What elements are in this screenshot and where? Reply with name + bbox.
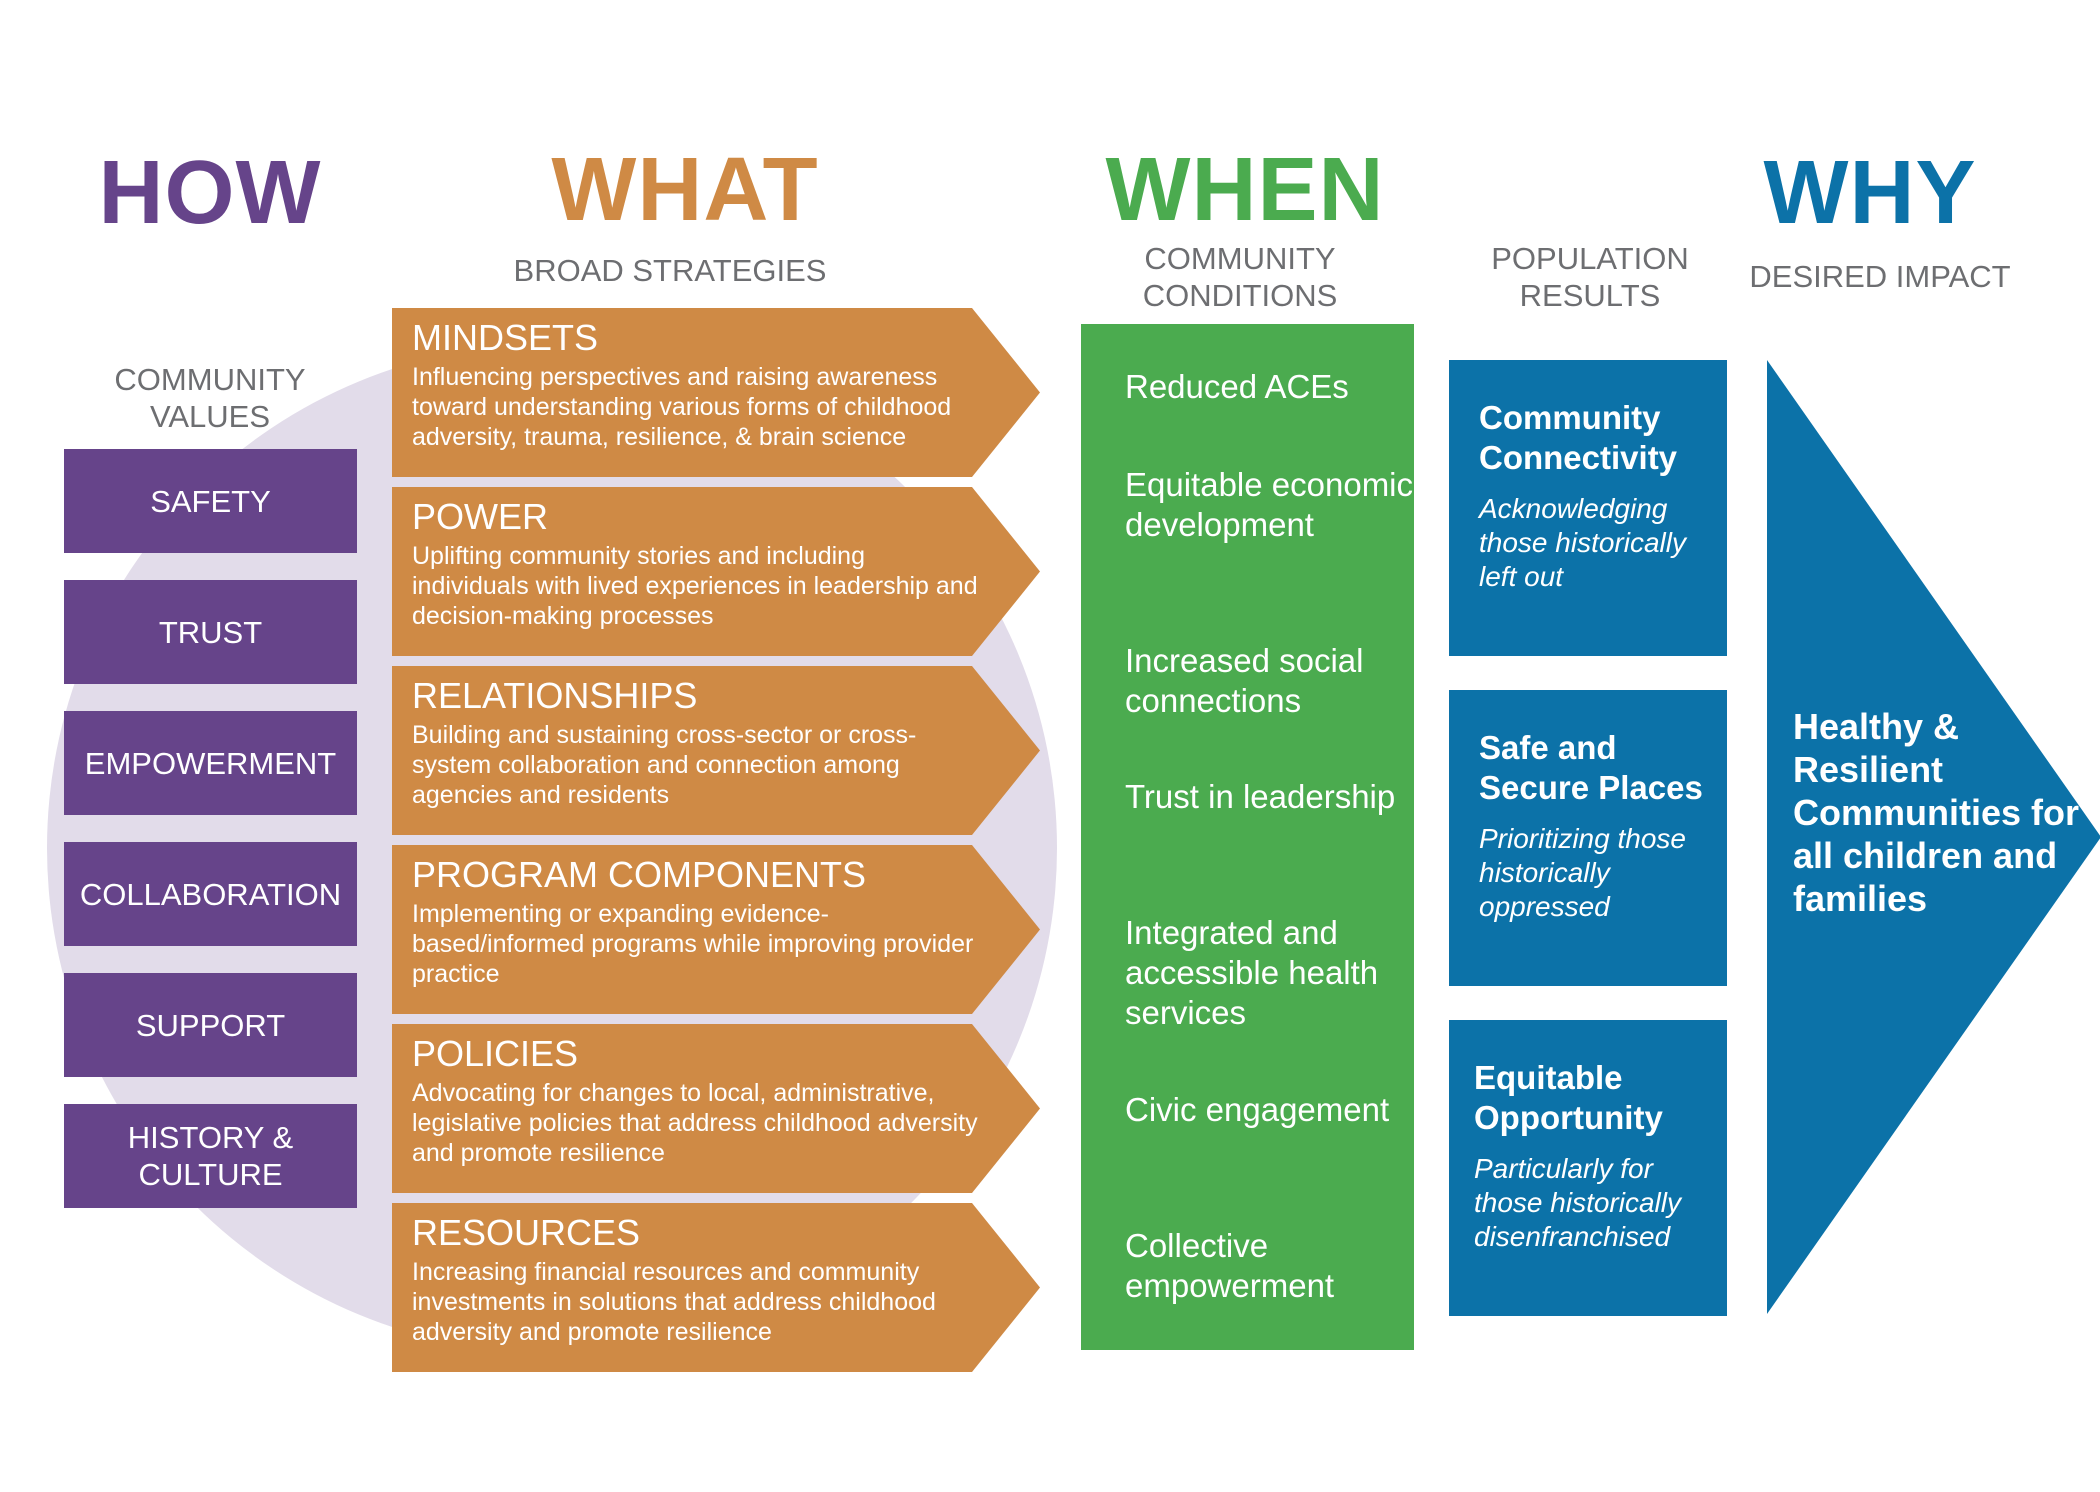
when-subtitle: COMMUNITY CONDITIONS bbox=[1142, 241, 1338, 313]
population-result-connectivity: Community Connectivity Acknowledging tho… bbox=[1449, 360, 1727, 656]
strategy-relationships: RELATIONSHIPS Building and sustaining cr… bbox=[392, 666, 1040, 835]
condition-item: Reduced ACEs bbox=[1125, 368, 1349, 405]
strategy-title: RELATIONSHIPS bbox=[412, 675, 698, 716]
strategy-policies: POLICIES Advocating for changes to local… bbox=[392, 1024, 1040, 1193]
how-title: HOW bbox=[98, 143, 322, 243]
condition-item: Increased social connections bbox=[1125, 642, 1364, 719]
condition-item: Collective empowerment bbox=[1125, 1227, 1335, 1304]
population-result-description: Prioritizing those historically oppresse… bbox=[1479, 823, 1686, 922]
strategy-title: MINDSETS bbox=[412, 317, 599, 358]
strategy-mindsets: MINDSETS Influencing perspectives and ra… bbox=[392, 308, 1040, 477]
population-result-title: Safe and Secure Places bbox=[1479, 729, 1703, 806]
value-collaboration: COLLABORATION bbox=[64, 842, 357, 946]
why-subtitle: DESIRED IMPACT bbox=[1749, 259, 2011, 294]
desired-impact-text: Healthy & Resilient Communities for all … bbox=[1793, 706, 2080, 919]
strategy-program-components: PROGRAM COMPONENTS Implementing or expan… bbox=[392, 845, 1040, 1014]
condition-item: Integrated and accessible health service… bbox=[1125, 914, 1379, 1031]
strategy-resources: RESOURCES Increasing financial resources… bbox=[392, 1203, 1040, 1372]
strategy-description: Uplifting community stories and includin… bbox=[412, 542, 978, 630]
condition-item: Equitable economic development bbox=[1125, 466, 1414, 543]
population-subtitle: POPULATION RESULTS bbox=[1491, 241, 1689, 313]
value-safety: SAFETY bbox=[64, 449, 357, 553]
community-conditions-panel bbox=[1081, 324, 1414, 1350]
strategy-title: POWER bbox=[412, 496, 549, 537]
strategy-description: Building and sustaining cross-sector or … bbox=[412, 721, 917, 809]
condition-item: Trust in leadership bbox=[1125, 778, 1396, 815]
population-result-opportunity: Equitable Opportunity Particularly for t… bbox=[1449, 1020, 1727, 1316]
community-values-label: COMMUNITY VALUES bbox=[114, 362, 306, 434]
strategy-description: Influencing perspectives and raising awa… bbox=[412, 363, 952, 451]
value-history-culture: HISTORY & CULTURE bbox=[64, 1104, 357, 1208]
strategy-power: POWER Uplifting community stories and in… bbox=[392, 487, 1040, 656]
population-result-description: Acknowledging those historically left ou… bbox=[1479, 493, 1686, 592]
value-support: SUPPORT bbox=[64, 973, 357, 1077]
strategy-title: PROGRAM COMPONENTS bbox=[412, 854, 867, 895]
strategy-title: RESOURCES bbox=[412, 1212, 641, 1253]
population-result-description: Particularly for those historically dise… bbox=[1474, 1153, 1681, 1252]
strategy-title: POLICIES bbox=[412, 1033, 579, 1074]
population-result-safe-places: Safe and Secure Places Prioritizing thos… bbox=[1449, 690, 1727, 986]
strategy-description: Implementing or expanding evidence-based… bbox=[412, 900, 974, 988]
what-subtitle: BROAD STRATEGIES bbox=[513, 253, 827, 288]
population-result-title: Community Connectivity bbox=[1479, 399, 1678, 476]
population-result-title: Equitable Opportunity bbox=[1474, 1059, 1663, 1136]
condition-item: Civic engagement bbox=[1125, 1091, 1390, 1128]
when-title: WHEN bbox=[1105, 140, 1385, 240]
strategy-description: Increasing financial resources and commu… bbox=[412, 1258, 936, 1346]
why-title: WHY bbox=[1763, 143, 1977, 243]
value-trust: TRUST bbox=[64, 580, 357, 684]
strategy-description: Advocating for changes to local, adminis… bbox=[412, 1079, 978, 1167]
what-title: WHAT bbox=[551, 140, 819, 240]
value-empowerment: EMPOWERMENT bbox=[64, 711, 357, 815]
